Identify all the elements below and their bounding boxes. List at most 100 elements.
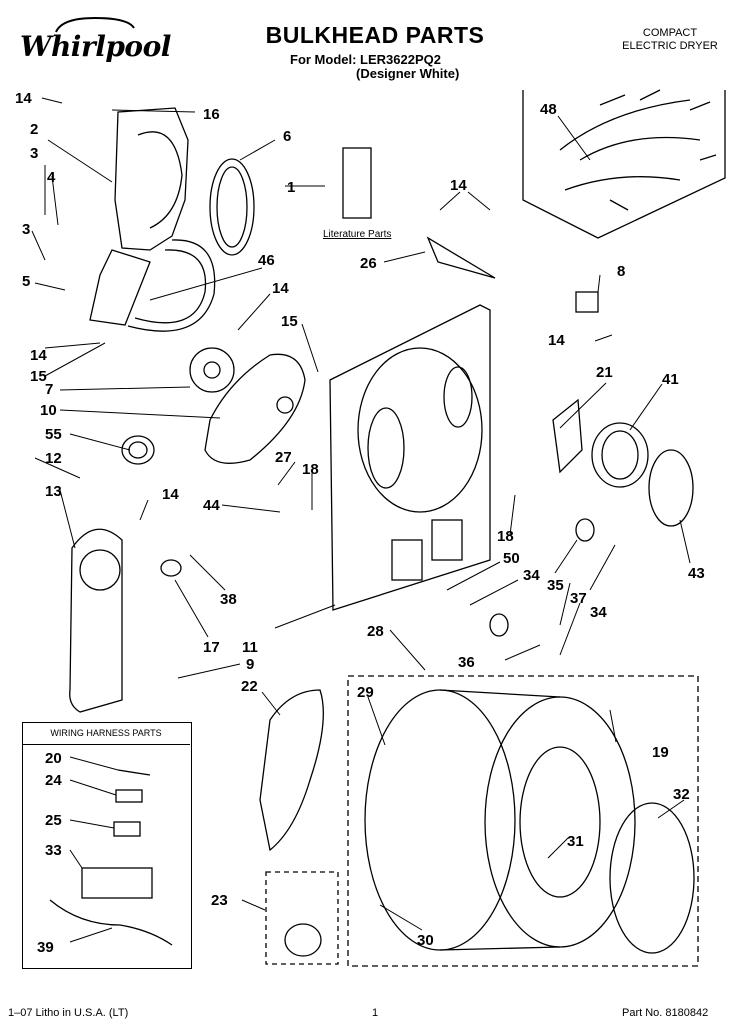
callout: 18: [497, 528, 514, 545]
callout: 17: [203, 639, 220, 656]
callout: 23: [211, 892, 228, 909]
callout: 13: [45, 483, 62, 500]
product-line-1: COMPACT: [642, 27, 698, 39]
callout: 3: [22, 221, 30, 238]
part-11-bulkhead: [329, 304, 491, 611]
callout: 14: [15, 90, 32, 107]
callout: 35: [547, 577, 564, 594]
part-39-wire: [49, 899, 173, 946]
part-29-drum: [364, 689, 636, 951]
footer-page-number: 1: [372, 1007, 379, 1019]
part-1-literature: [342, 147, 372, 219]
footer-print-info: 1–07 Litho in U.S.A. (LT): [8, 1007, 129, 1019]
callout: 25: [45, 812, 62, 829]
literature-label: Literature Parts: [323, 229, 392, 240]
callout: 24: [45, 772, 62, 789]
callout: 20: [45, 750, 62, 767]
product-type: COMPACT ELECTRIC DRYER: [600, 27, 740, 53]
part-13-idler-bracket: [69, 528, 123, 713]
callout: 3: [30, 145, 38, 162]
part-17-pulley: [160, 559, 182, 577]
part-24-connector: [115, 789, 143, 803]
callout: 14: [30, 347, 47, 364]
part-43-cover: [648, 449, 694, 527]
callout: 34: [523, 567, 540, 584]
callout: 19: [652, 744, 669, 761]
wiring-harness-title: WIRING HARNESS PARTS: [22, 722, 190, 745]
callout: 44: [203, 497, 220, 514]
callout: 12: [45, 450, 62, 467]
part-35-roller-b: [489, 613, 509, 637]
callout: 50: [503, 550, 520, 567]
callout: 11: [242, 639, 258, 656]
part-7-blower-wheel: [189, 347, 235, 393]
callout: 9: [246, 656, 254, 673]
callout: 55: [45, 426, 62, 443]
callout: 41: [662, 371, 679, 388]
callout: 39: [37, 939, 54, 956]
callout: 15: [281, 313, 298, 330]
callout: 14: [450, 177, 467, 194]
drum-group-box: [347, 675, 699, 967]
logo-swoosh: [55, 16, 135, 33]
callout: 29: [357, 684, 374, 701]
callout: 27: [275, 449, 292, 466]
part-23-group-box: [265, 871, 339, 965]
part-46-felt-seal: [127, 239, 216, 332]
leader-lines: [31, 97, 691, 943]
callout: 30: [417, 932, 434, 949]
part-26-bracket: [426, 236, 496, 279]
callout: 1: [287, 179, 295, 196]
part-8-switch: [575, 291, 599, 313]
callout: 33: [45, 842, 62, 859]
callout: 14: [272, 280, 289, 297]
model-variant: (Designer White): [356, 66, 460, 81]
callout: 37: [570, 590, 587, 607]
part-25-connector: [113, 821, 141, 837]
part-2-front-duct: [89, 107, 189, 326]
callout: 36: [458, 654, 475, 671]
part-10-blower-housing: [204, 353, 306, 464]
part-41-lint-duct: [591, 422, 649, 488]
product-line-2: ELECTRIC DRYER: [622, 40, 718, 52]
whirlpool-logo: Whirlpool: [20, 30, 171, 63]
part-48-wire-harness: [522, 89, 726, 239]
callout: 14: [548, 332, 565, 349]
part-35-roller-a: [575, 518, 595, 542]
part-55-bearing: [121, 435, 155, 465]
callout: 46: [258, 252, 275, 269]
callout: 28: [367, 623, 384, 640]
callout: 21: [596, 364, 613, 381]
callout: 8: [617, 263, 625, 280]
callout: 26: [360, 255, 377, 272]
callout: 10: [40, 402, 57, 419]
callout: 18: [302, 461, 319, 478]
callout: 15: [30, 368, 47, 385]
callout: 5: [22, 273, 30, 290]
callout: 22: [241, 678, 258, 695]
part-32-drum-seal: [609, 802, 695, 954]
callout: 6: [283, 128, 291, 145]
callout: 16: [203, 106, 220, 123]
page-title: BULKHEAD PARTS: [265, 22, 485, 48]
callout: 32: [673, 786, 690, 803]
callout: 4: [47, 169, 56, 186]
part-6-seal: [209, 158, 255, 256]
callout: 38: [220, 591, 237, 608]
wiring-harness-box: [22, 722, 192, 969]
part-21-lint-screen: [552, 398, 583, 474]
part-20-terminal: [117, 769, 151, 776]
callout: 7: [45, 381, 53, 398]
callout: 34: [590, 604, 607, 621]
part-33-terminal-block: [81, 867, 153, 899]
model-number: For Model: LER3622PQ2: [290, 52, 441, 67]
footer-part-number: Part No. 8180842: [622, 1007, 709, 1019]
callout: 43: [688, 565, 705, 582]
callout: 31: [567, 833, 584, 850]
part-23-cable-tie: [284, 923, 322, 957]
callout: 14: [162, 486, 179, 503]
callout: 2: [30, 121, 38, 138]
part-22-harness: [259, 689, 324, 852]
callout: 48: [540, 101, 557, 118]
